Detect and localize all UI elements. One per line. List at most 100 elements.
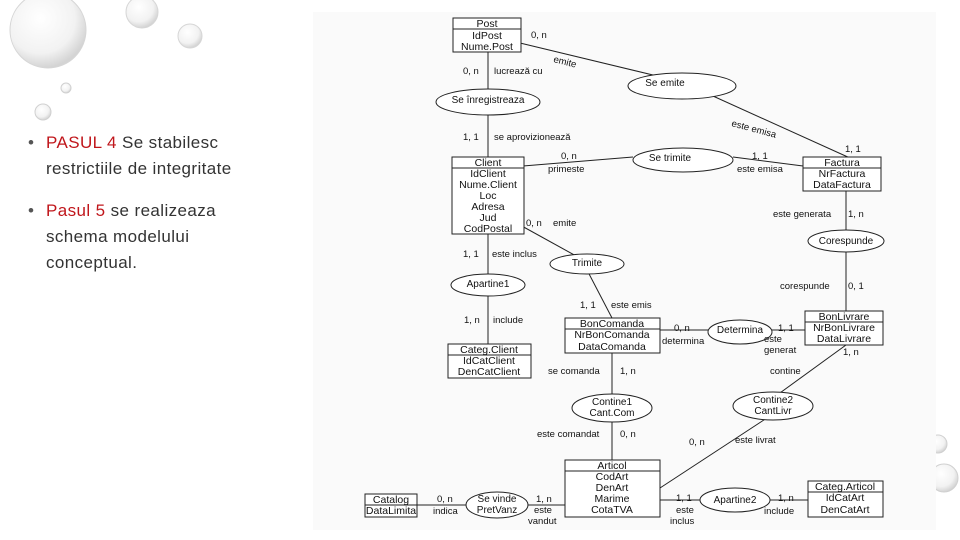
role-label: emite — [553, 218, 576, 229]
articol-title: Articol — [597, 460, 626, 472]
rel-se-emite: Se emite — [645, 78, 685, 89]
client-attr: Loc — [480, 190, 497, 202]
bullet-dot: • — [28, 201, 35, 220]
entity-client — [451, 156, 525, 235]
bullet-dot: • — [28, 133, 35, 152]
card-label: 0, n — [531, 30, 547, 41]
role-label: include — [493, 315, 523, 326]
card-label: 1, n — [620, 366, 636, 377]
entity-catalog — [364, 493, 418, 518]
card-label: 1, 1 — [463, 249, 479, 260]
articol-attr: Marime — [594, 493, 629, 505]
articol-attr: DenArt — [596, 482, 629, 494]
entity-categ-client — [447, 343, 532, 379]
card-label: 0, n — [689, 437, 705, 448]
rel-apartine1: Apartine1 — [467, 279, 510, 290]
rel-contine1: Contine1 — [592, 397, 632, 408]
card-label: 1, n — [464, 315, 480, 326]
role-label: este inclus — [492, 249, 537, 260]
entity-categ-articol — [807, 480, 884, 518]
rel-corespunde: Corespunde — [819, 236, 874, 247]
role-label: indica — [433, 506, 459, 517]
role-label: este emisa — [730, 118, 778, 141]
entity-factura — [802, 156, 882, 192]
rel-contine2: Contine2 — [753, 395, 793, 406]
rel-se-vinde: Se vinde — [478, 494, 517, 505]
client-attr: Jud — [480, 212, 497, 224]
post-attr: Nume.Post — [461, 41, 513, 53]
step5-label: Pasul 5 — [46, 201, 106, 220]
boncomanda-title: BonComanda — [580, 318, 644, 330]
card-label: 1, 1 — [752, 151, 768, 162]
card-label: 1, 1 — [580, 300, 596, 311]
card-label: 1, n — [536, 494, 552, 505]
rel-determina: Determina — [717, 325, 764, 336]
articol-attr: CotaTVA — [591, 504, 633, 516]
factura-attr: DataFactura — [813, 179, 871, 191]
entity-bon-livrare — [804, 310, 884, 346]
rel-apartine2: Apartine2 — [714, 495, 757, 506]
factura-attr: NrFactura — [819, 168, 866, 180]
card-label: 0, n — [463, 66, 479, 77]
rel-se-inregistreaza: Se înregistreaza — [452, 95, 525, 106]
categarticol-attr: DenCatArt — [820, 504, 869, 516]
step5-text: se realizeaza — [105, 201, 217, 220]
role-label: inclus — [670, 516, 695, 527]
boncomanda-attr: DataComanda — [578, 341, 646, 353]
card-label: 0, 1 — [848, 281, 864, 292]
rel-trimite: Trimite — [572, 258, 603, 269]
rel-se-trimite: Se trimite — [649, 153, 692, 164]
role-label: este comandat — [537, 429, 600, 440]
entity-post — [452, 17, 522, 53]
card-label: 1, 1 — [845, 144, 861, 155]
card-label: 1, 1 — [463, 132, 479, 143]
role-label: este — [534, 505, 552, 516]
card-label: 0, n — [674, 323, 690, 334]
categarticol-attr: IdCatArt — [826, 492, 865, 504]
client-attr: Adresa — [471, 201, 504, 213]
role-label: este livrat — [735, 435, 776, 446]
card-label: 1, n — [848, 209, 864, 220]
role-label: generat — [764, 345, 797, 356]
drop-shapes — [9, 0, 959, 493]
er-diagram-panel: Post IdPost Nume.Post Client IdClient Nu… — [313, 12, 936, 530]
bullet-list: • PASUL 4 Se stabilesc restrictiile de i… — [28, 130, 318, 292]
entity-bon-comanda — [564, 317, 661, 354]
role-label: este emis — [611, 300, 652, 311]
card-label: 0, n — [620, 429, 636, 440]
catalog-attr: DataLimita — [366, 505, 416, 517]
catalog-title: Catalog — [373, 494, 409, 506]
bullet-step4: • PASUL 4 Se stabilesc restrictiile de i… — [28, 130, 318, 182]
client-attr: CodPostal — [464, 223, 512, 235]
card-label: 0, n — [526, 218, 542, 229]
role-label: emite — [552, 54, 577, 70]
entity-articol — [564, 459, 661, 518]
role-label: include — [764, 506, 794, 517]
role-label: este — [676, 505, 694, 516]
role-label: se aprovizionează — [494, 132, 571, 143]
role-label: se comanda — [548, 366, 600, 377]
card-label: 1, 1 — [676, 493, 692, 504]
bonlivrare-title: BonLivrare — [819, 311, 870, 323]
factura-title: Factura — [824, 157, 860, 169]
post-attr: IdPost — [472, 30, 502, 42]
role-label: corespunde — [780, 281, 830, 292]
step4-text: Se stabilesc — [116, 133, 219, 152]
bullet-step5: • Pasul 5 se realizeaza schema modelului… — [28, 198, 318, 276]
rel-contine2-attr: CantLivr — [754, 406, 792, 417]
boncomanda-attr: NrBonComanda — [574, 329, 649, 341]
er-diagram: Post IdPost Nume.Post Client IdClient Nu… — [364, 17, 885, 527]
role-label: este — [764, 334, 782, 345]
categclient-attr: IdCatClient — [463, 355, 515, 367]
card-label: 1, n — [778, 493, 794, 504]
rel-se-vinde-attr: PretVanz — [477, 505, 517, 516]
role-label: este generata — [773, 209, 832, 220]
role-label: primeste — [548, 164, 584, 175]
card-label: 1, 1 — [778, 323, 794, 334]
role-label: determina — [662, 336, 705, 347]
categclient-title: Categ.Client — [460, 344, 518, 356]
post-title: Post — [476, 18, 497, 30]
role-label: contine — [770, 366, 801, 377]
categarticol-title: Categ.Articol — [815, 481, 875, 493]
